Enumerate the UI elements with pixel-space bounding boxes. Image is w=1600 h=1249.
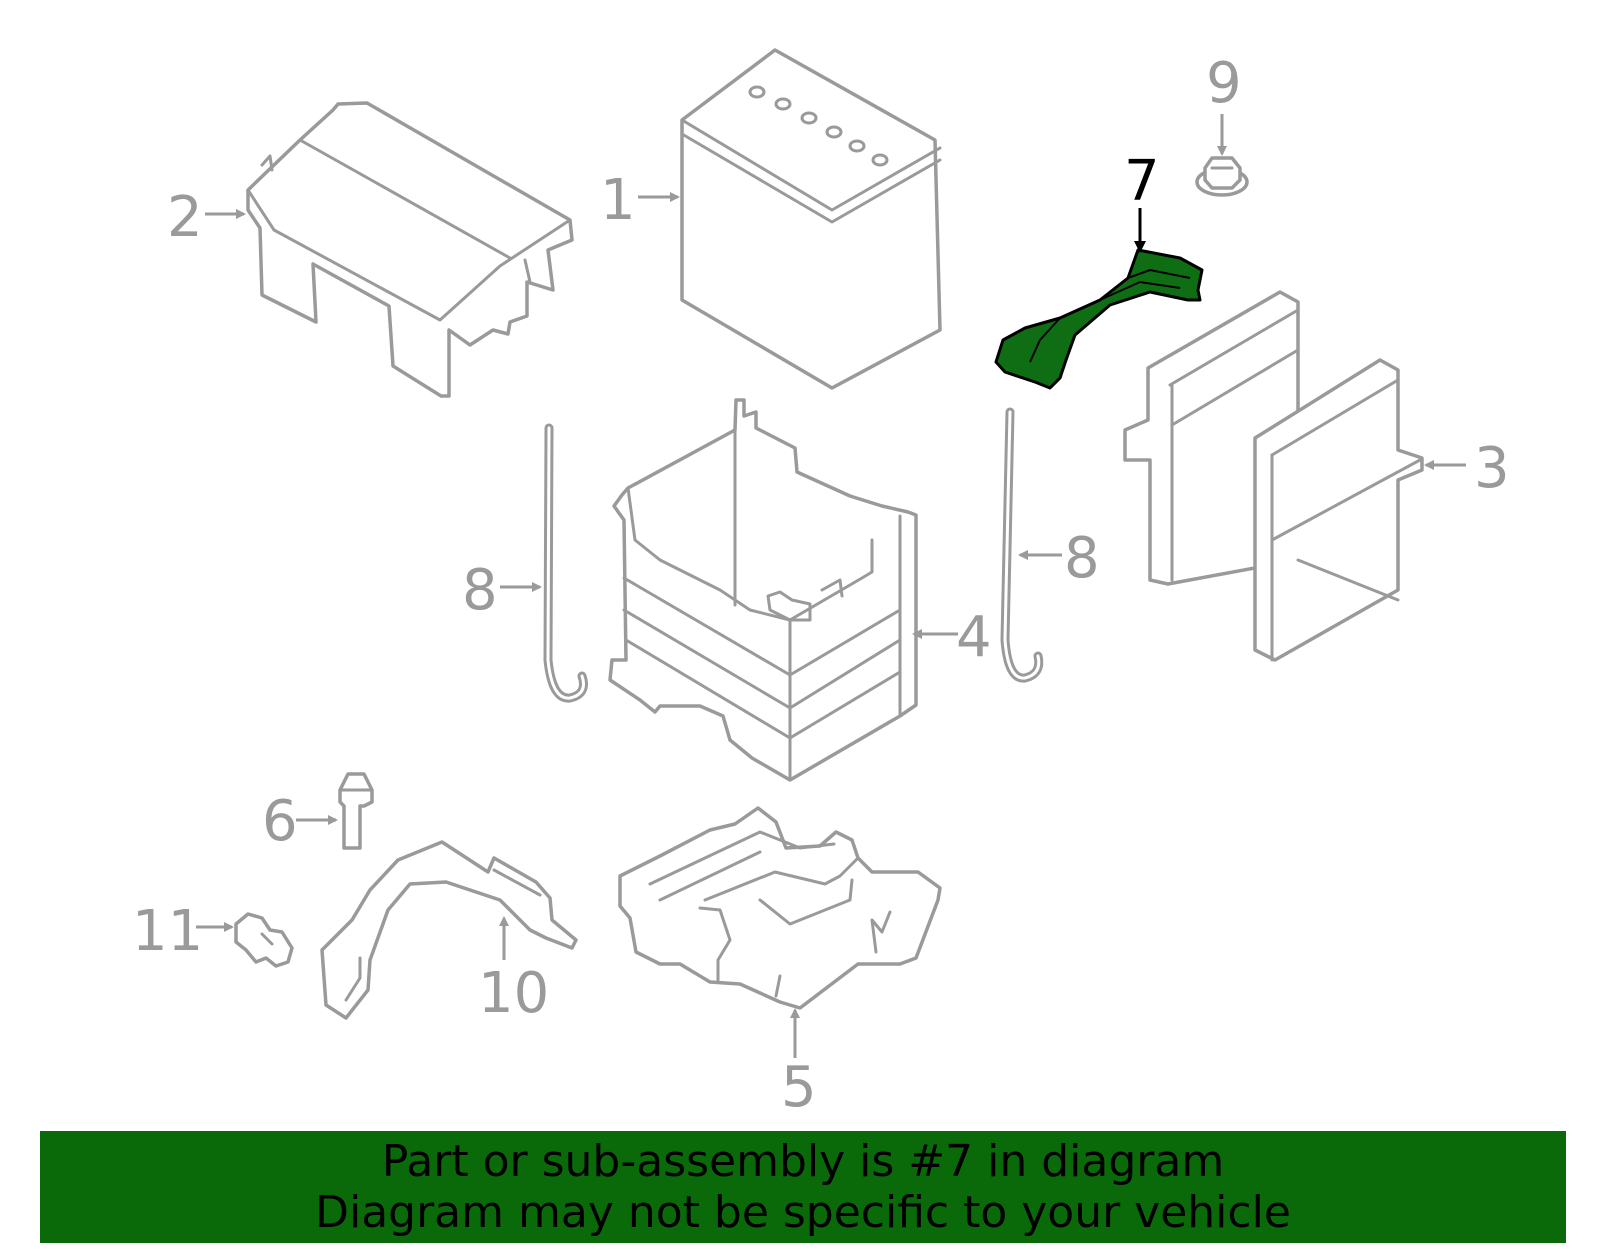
callout-1: 1 (600, 168, 636, 233)
part-2-battery-cover[interactable] (246, 101, 574, 398)
callout-6: 6 (262, 789, 298, 854)
banner-line-1: Part or sub-assembly is #7 in diagram (381, 1136, 1225, 1187)
part-8-rod-left[interactable] (543, 423, 588, 703)
part-7-battery-holder[interactable] (994, 248, 1204, 390)
callout-4: 4 (956, 605, 992, 670)
callout-10: 10 (478, 961, 549, 1026)
part-6-bolt[interactable] (338, 772, 374, 850)
callout-3: 3 (1474, 436, 1510, 501)
part-11-clip[interactable] (234, 912, 294, 968)
banner-line-2: Diagram may not be specific to your vehi… (315, 1187, 1291, 1238)
info-banner: Part or sub-assembly is #7 in diagram Di… (40, 1131, 1566, 1243)
part-8-rod-right[interactable] (1000, 407, 1044, 683)
callout-9: 9 (1206, 51, 1242, 116)
part-4-battery-tray[interactable] (608, 398, 918, 782)
callout-11: 11 (132, 899, 203, 964)
callout-8-right: 8 (1064, 526, 1100, 591)
callout-labels: 1 2 3 4 5 6 7 8 8 9 10 11 (132, 51, 1510, 1120)
leader-lines (196, 114, 1466, 1058)
part-1-battery[interactable] (680, 48, 942, 390)
part-3-bracket[interactable] (1123, 290, 1424, 662)
callout-2: 2 (167, 185, 203, 250)
callout-7: 7 (1124, 149, 1160, 214)
part-9-nut[interactable] (1195, 156, 1249, 197)
callout-8-left: 8 (462, 558, 498, 623)
part-10-stay[interactable] (320, 840, 578, 1020)
part-5-base-tray[interactable] (618, 806, 942, 1010)
callout-5: 5 (781, 1055, 817, 1120)
